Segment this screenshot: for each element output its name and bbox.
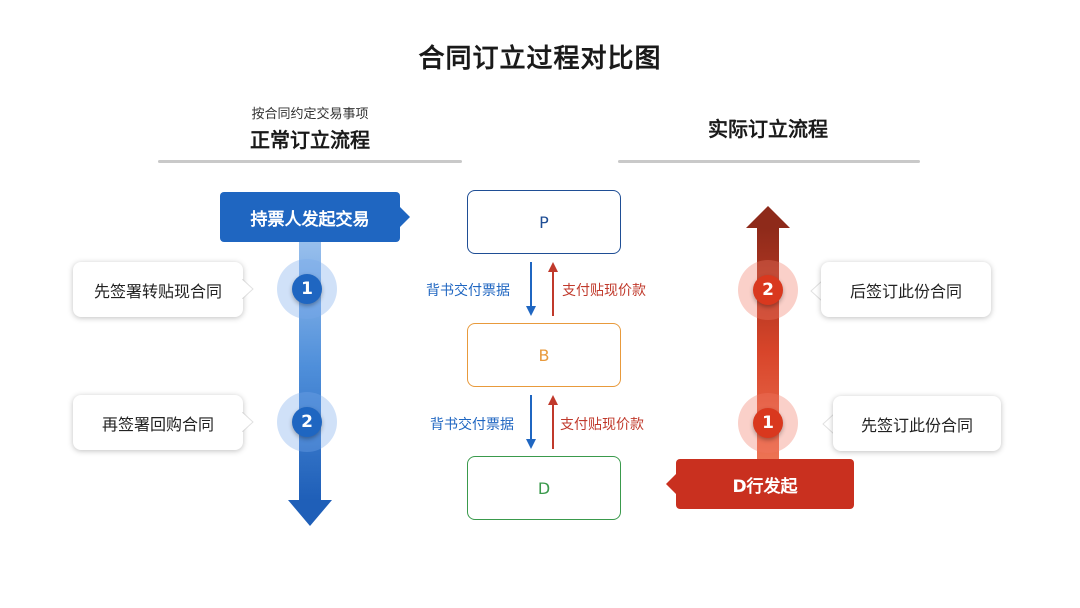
right-step-2-text: 后签订此份合同 [849,281,962,301]
flow-2-arrows [526,395,558,449]
left-step-1-callout-pointer [242,279,254,299]
right-step-1-marker: 1 [738,393,798,453]
node-d-label: D [537,478,551,498]
left-step-2-text: 再签署回购合同 [101,414,214,434]
page-title: 合同订立过程对比图 [418,44,662,74]
left-step-1-text: 先签署转贴现合同 [93,281,222,301]
flow-2-up-label: 支付贴现价款 [560,417,644,433]
right-step-1-callout-pointer [822,414,834,434]
left-step-1-number: 1 [292,274,322,304]
right-start-tag: D行发起 [676,459,854,509]
right-step-2-callout: 后签订此份合同 [821,262,991,317]
right-divider [618,160,920,163]
node-d: D [467,456,621,520]
left-heading: 正常订立流程 [250,128,370,152]
flow-1-arrows [526,262,558,316]
right-step-2-marker: 2 [738,260,798,320]
node-b: B [467,323,621,387]
flow-2-down-label: 背书交付票据 [430,417,514,433]
left-start-tag: 持票人发起交易 [220,192,400,242]
left-start-tag-pointer [398,205,410,229]
left-step-2-callout: 再签署回购合同 [73,395,243,450]
right-heading: 实际订立流程 [708,117,828,141]
right-step-2-callout-pointer [810,281,822,301]
flow-1-down-label: 背书交付票据 [426,283,510,299]
right-step-1-number: 1 [753,408,783,438]
right-step-1-callout: 先签订此份合同 [833,396,1001,451]
node-p: P [467,190,621,254]
left-divider [158,160,462,163]
right-step-2-number: 2 [753,275,783,305]
left-start-tag-label: 持票人发起交易 [250,209,370,230]
left-subheading: 按合同约定交易事项 [251,107,369,122]
left-step-1-callout: 先签署转贴现合同 [73,262,243,317]
right-start-tag-label: D行发起 [732,476,798,497]
left-step-2-callout-pointer [242,412,254,432]
flow-1-up-label: 支付贴现价款 [562,283,646,299]
node-b-label: B [538,345,550,365]
right-start-tag-pointer [666,472,678,496]
left-step-2-number: 2 [292,407,322,437]
right-step-1-text: 先签订此份合同 [860,415,973,435]
node-p-label: P [539,212,549,232]
left-step-2-marker: 2 [277,392,337,452]
left-step-1-marker: 1 [277,259,337,319]
